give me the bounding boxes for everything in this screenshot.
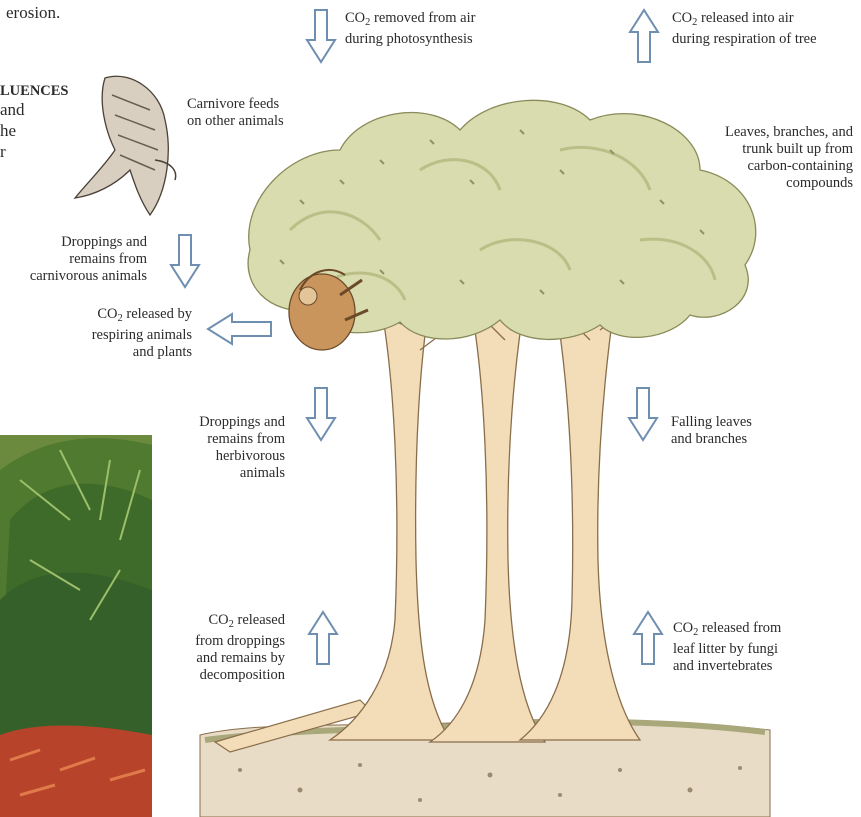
palm-photo: [0, 435, 152, 817]
hawk-icon: [75, 76, 176, 215]
label-droppings-carnivorous: Droppings and remains from carnivorous a…: [30, 234, 147, 285]
arrow-respiration-tree-up: [630, 10, 658, 62]
label-droppings-herbivorous: Droppings and remains from herbivorous a…: [199, 414, 285, 482]
arrow-falling-leaves-down: [629, 388, 657, 440]
arrow-leaf-litter-up: [634, 612, 662, 664]
arrow-photosynthesis-down: [307, 10, 335, 62]
cropped-text-left: and he r: [0, 99, 25, 162]
label-carnivore: Carnivore feeds on other animals: [187, 96, 284, 130]
label-leaves-built: Leaves, branches, and trunk built up fro…: [725, 124, 853, 192]
arrow-decomposition-up: [309, 612, 337, 664]
arrow-carnivorous-droppings-down: [171, 235, 199, 287]
tree-trunks: [330, 300, 640, 742]
label-falling-leaves: Falling leaves and branches: [671, 414, 752, 448]
arrow-respiring-left: [208, 314, 271, 344]
cropped-text-top: erosion.: [6, 2, 60, 24]
arrow-herbivorous-down: [307, 388, 335, 440]
